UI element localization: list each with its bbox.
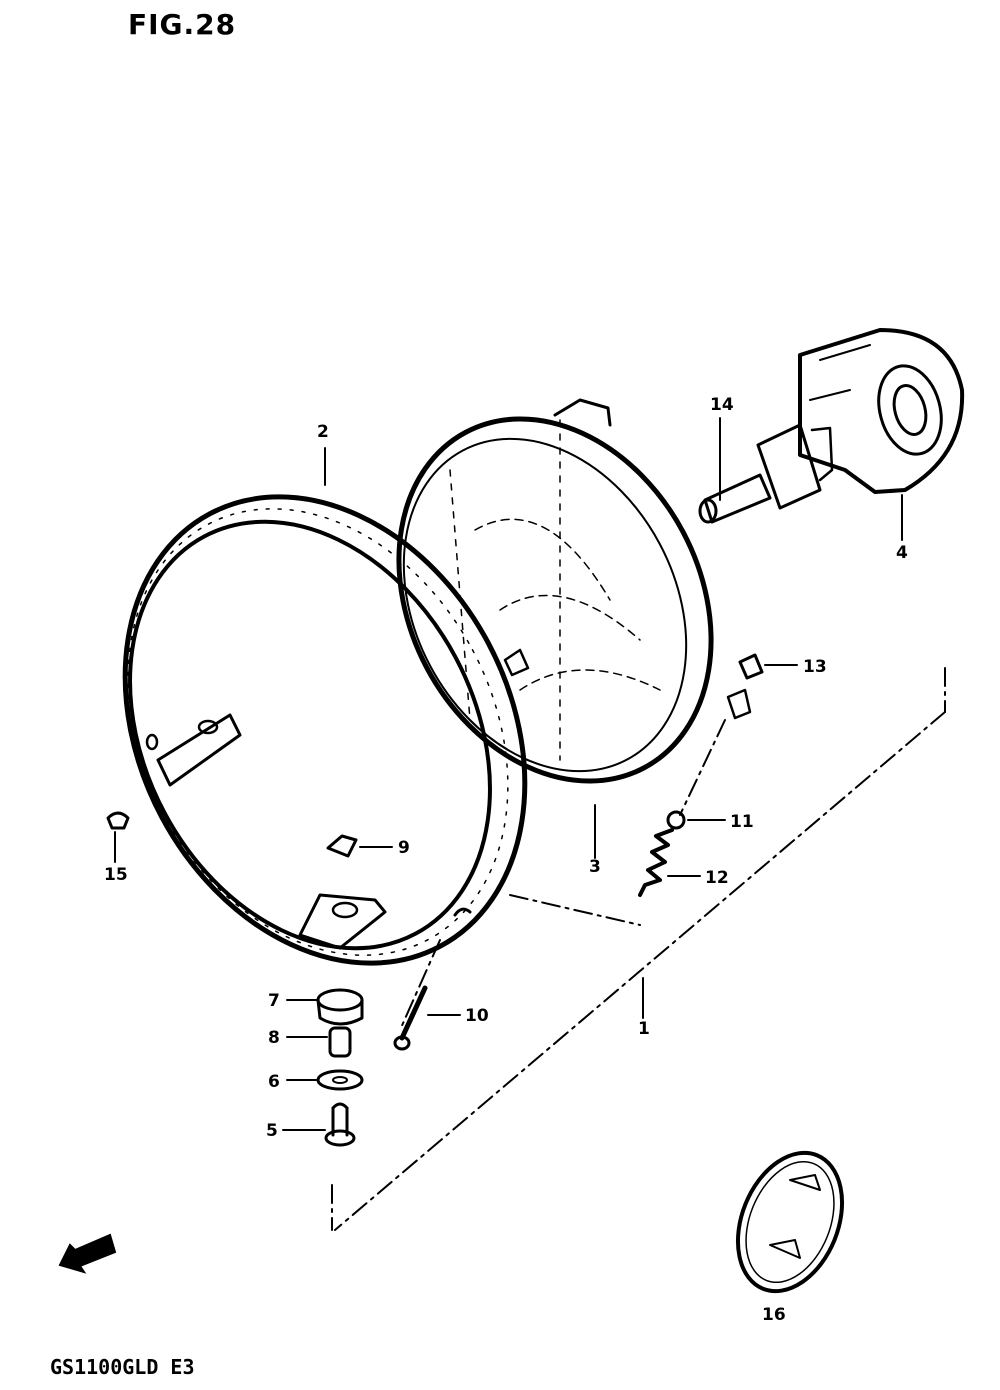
grommet-7 [316,988,364,1026]
callout-11: 11 [730,812,754,832]
screw-10 [393,985,428,1051]
collar-8 [328,1026,352,1058]
callout-2: 2 [317,422,329,442]
socket-cover [798,328,965,494]
leader-lines [114,417,903,1131]
headlight-rim [122,494,528,966]
callout-7: 7 [268,991,280,1011]
figure-title: FIG.28 [128,8,237,41]
callout-6: 6 [268,1072,280,1092]
callout-1: 1 [638,1019,650,1039]
callout-10: 10 [465,1006,489,1026]
washer-6 [316,1069,364,1091]
callout-14: 14 [710,395,734,415]
clip-9 [326,834,358,858]
callout-12: 12 [705,868,729,888]
callout-13: 13 [803,657,827,677]
headlight-bulb [698,423,834,524]
callout-4: 4 [896,543,908,563]
callout-16: 16 [762,1305,786,1325]
callout-3: 3 [589,857,601,877]
model-code: GS1100GLD E3 [50,1355,195,1379]
callout-labels: 2 3 4 14 13 11 12 9 15 10 7 8 6 5 1 16 [104,395,908,1325]
spring-12 [638,828,674,897]
callout-8: 8 [268,1028,280,1048]
callout-15: 15 [104,865,128,885]
reflector-16 [735,1150,845,1294]
screw-15 [106,811,130,830]
clip-13 [738,653,764,680]
callout-5: 5 [266,1121,278,1141]
assembly-bracket-1 [331,667,946,1231]
callout-9: 9 [398,838,410,858]
nut-11 [666,810,686,830]
headlight-lens-unit [396,398,752,784]
bolt-5 [324,1102,356,1147]
fwd-arrow-icon [58,1233,117,1274]
